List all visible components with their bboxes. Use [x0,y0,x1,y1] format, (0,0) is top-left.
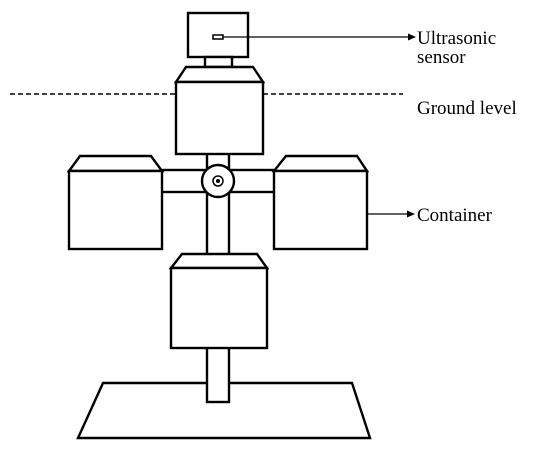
bottom-container [169,266,269,350]
hub-center [216,179,220,183]
container-arrow-head [407,210,415,218]
left-container-lid [66,154,165,173]
sensor-arrow-head [408,33,416,41]
container-label: Container [417,205,493,226]
base-plate [76,381,372,440]
bottom-container-lid [168,252,270,270]
left-container [67,169,164,251]
sensor-label-line1: Ultrasonic [417,28,496,49]
ground-level-label: Ground level [417,98,517,119]
sensor-neck [203,55,234,69]
right-container-lid [271,154,370,173]
top-container-lid [173,65,266,84]
right-container [272,169,369,251]
sensor-label-line2: sensor [417,47,466,68]
hub-ring [212,175,224,187]
top-container [174,80,265,156]
